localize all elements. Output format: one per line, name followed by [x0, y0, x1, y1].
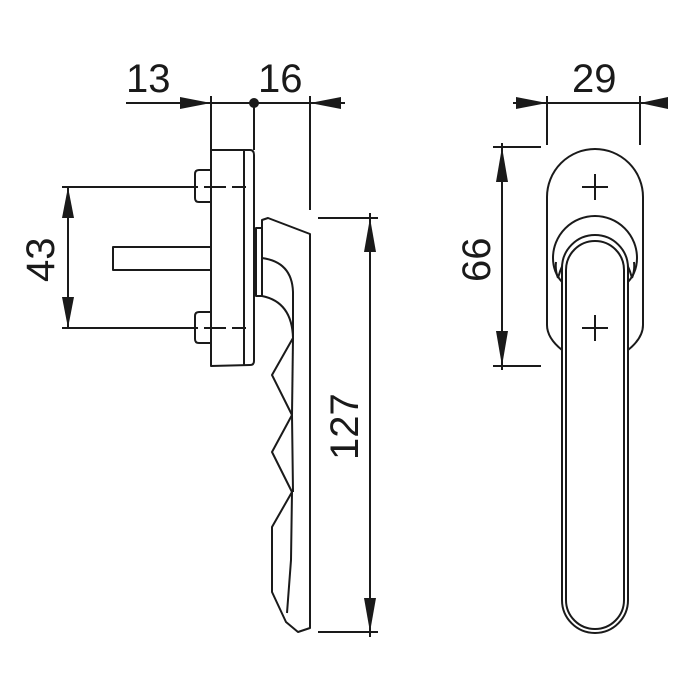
- front-view: 29 66: [455, 57, 668, 634]
- screw-hole-lower-icon: [582, 315, 608, 341]
- side-view: 13 16 43: [19, 57, 378, 637]
- bolt-lower: [194, 311, 212, 344]
- dimension-label-16: 16: [258, 57, 303, 101]
- spindle: [112, 246, 212, 271]
- handle-profile: [261, 217, 311, 633]
- dimension-127: 127: [318, 213, 378, 637]
- dimension-label-127: 127: [323, 393, 367, 460]
- dimension-label-29: 29: [572, 57, 617, 101]
- handle-front: [561, 234, 629, 634]
- dimension-29: 29: [513, 57, 668, 145]
- screw-hole-upper-icon: [582, 174, 608, 200]
- dimension-43: 43: [19, 186, 176, 329]
- dimension-66: 66: [455, 143, 541, 370]
- dimension-label-43: 43: [19, 238, 63, 283]
- bolt-upper: [194, 169, 212, 203]
- dimension-label-66: 66: [455, 238, 499, 283]
- dimension-13-16: 13 16: [126, 57, 345, 210]
- rosette-plate-side: [210, 149, 255, 367]
- dimension-label-13: 13: [126, 57, 171, 101]
